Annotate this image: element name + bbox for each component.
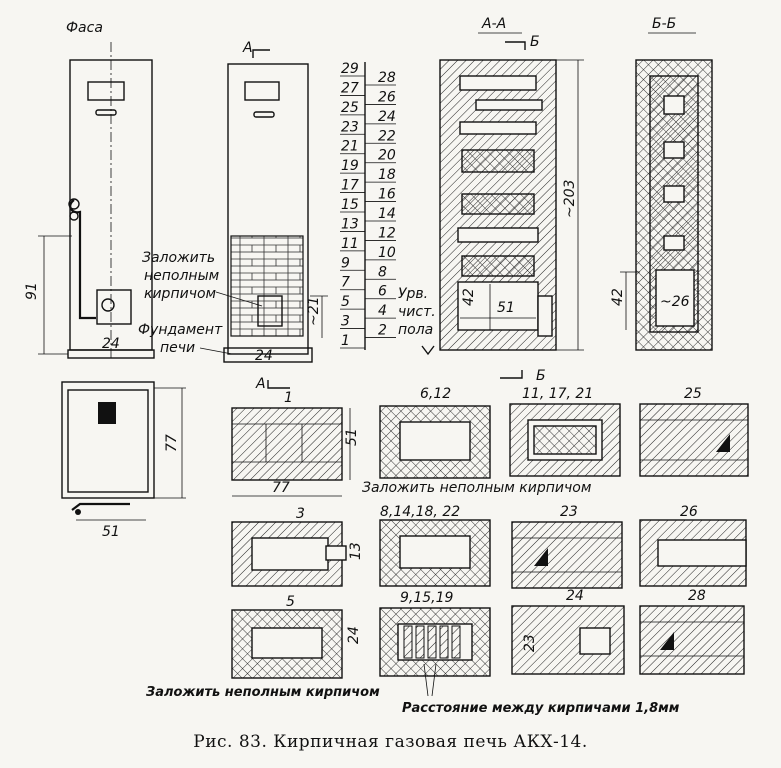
section-b-b-view: Б-Б 42 ~26	[610, 16, 713, 351]
course-28	[639, 605, 745, 675]
row-number-right: 26	[378, 89, 396, 105]
dim-42-b: 42	[610, 288, 626, 306]
dim-51-a: 51	[497, 300, 515, 316]
floor-label-3: пола	[398, 322, 433, 338]
row-number-left: 1	[341, 333, 350, 349]
foundation-label-2: печи	[160, 340, 195, 356]
row-number-left: 3	[341, 314, 350, 330]
row-number-right: 22	[378, 128, 396, 144]
row-number-left: 15	[341, 197, 359, 213]
dim-24-course: 24	[346, 626, 362, 644]
row-number-right: 4	[378, 303, 387, 319]
row-number-left: 21	[341, 139, 359, 155]
dim-203: ~203	[562, 180, 578, 218]
brick-gap-label: Расстояние между кирпичами 1,8мм	[402, 701, 680, 716]
row-number-left: 17	[341, 178, 359, 194]
row-number-right: 16	[378, 187, 396, 203]
front-section-view: А Заложить неполным кирпичом Фундамент п…	[138, 40, 328, 392]
plan-label-1: 1	[284, 390, 293, 406]
facade-firebox-door	[96, 289, 132, 325]
facade-title: Фаса	[66, 20, 103, 36]
plan-label-5: 5	[286, 594, 295, 610]
cut-a-bottom: А	[255, 376, 266, 392]
dim-91: 91	[24, 282, 40, 300]
row-number-right: 28	[378, 70, 396, 86]
course-1	[231, 407, 343, 481]
plan-label-6: 6,12	[420, 386, 451, 402]
foundation-label-1: Фундамент	[138, 322, 223, 338]
dim-77-course: 77	[272, 480, 290, 496]
dim-13: 13	[348, 542, 364, 560]
plan-burner	[98, 402, 116, 424]
dim-21: ~21	[306, 296, 322, 326]
dim-77-plan: 77	[164, 434, 180, 452]
floor-level-label: Урв. чист. пола	[398, 286, 436, 356]
row-number-left: 5	[341, 294, 350, 310]
course-plans: 1 51 77 6,12 11, 17, 21 25 3 13 8,14,18,…	[231, 386, 749, 679]
floor-label-2: чист.	[398, 304, 436, 320]
row-number-right: 18	[378, 167, 396, 183]
section-a-a-view: А-А Б 42 51 ~203 Б	[439, 16, 584, 384]
caption-prefix: Рис. 83.	[193, 732, 268, 752]
cut-b-bottom: Б	[536, 368, 546, 384]
plan-view: 77 51	[61, 381, 186, 540]
lay-partial-2: неполным	[144, 268, 220, 284]
dim-51-course: 51	[344, 428, 360, 446]
bottom-lay-partial: Заложить неполным кирпичом	[146, 685, 380, 700]
plan-label-8: 8,14,18, 22	[380, 504, 460, 520]
row-number-left: 19	[341, 158, 359, 174]
plan-label-9: 9,15,19	[400, 590, 454, 606]
row-number-left: 11	[341, 236, 359, 252]
dim-23: 23	[522, 634, 538, 652]
plan-lay-partial: Заложить неполным кирпичом	[362, 480, 592, 496]
row-number-left: 27	[341, 80, 359, 96]
gas-pipe	[69, 199, 96, 320]
row-number-right: 14	[378, 206, 396, 222]
plan-label-11: 11, 17, 21	[522, 386, 593, 402]
plan-label-23: 23	[560, 504, 578, 520]
plan-label-25: 25	[684, 386, 702, 402]
dim-51-plan: 51	[102, 524, 120, 540]
lower-brickwork	[230, 235, 304, 337]
lay-partial-1: Заложить	[142, 250, 215, 266]
course-23	[511, 521, 623, 589]
dim-26: ~26	[660, 294, 690, 310]
row-number-left: 13	[341, 216, 359, 232]
lay-partial-3: кирпичом	[144, 286, 217, 302]
stove-drawing: Фаса 91 24 А Заложить неполным кирпичом	[24, 16, 749, 716]
floor-label-1: Урв.	[398, 286, 428, 302]
row-number-right: 10	[378, 245, 396, 261]
cut-a-top: А	[242, 40, 253, 56]
plan-label-28: 28	[688, 588, 706, 604]
foundation	[223, 347, 313, 363]
facade-view: Фаса 91 24	[24, 20, 155, 360]
section-b-b-title: Б-Б	[652, 16, 676, 32]
row-number-right: 20	[378, 148, 396, 164]
facade-vent	[87, 81, 125, 101]
section-a-a-title: А-А	[481, 16, 506, 32]
course-25	[639, 403, 749, 477]
row-number-left: 23	[341, 119, 359, 135]
row-number-right: 24	[378, 109, 396, 125]
section-body	[227, 63, 309, 355]
dim-24-section: 24	[255, 348, 273, 364]
plan-label-3: 3	[296, 506, 305, 522]
row-number-left: 7	[341, 275, 350, 291]
figure-caption: Рис. 83. Кирпичная газовая печь АКХ-14.	[0, 732, 781, 752]
row-number-right: 8	[378, 264, 387, 280]
dim-42-a: 42	[461, 288, 477, 306]
row-number-left: 25	[341, 100, 359, 116]
dim-24-facade: 24	[102, 336, 120, 352]
row-number-right: 2	[378, 323, 387, 339]
caption-text: Кирпичная газовая печь АКХ-14.	[273, 732, 588, 752]
row-number-left: 9	[341, 255, 350, 271]
plan-body	[61, 381, 155, 499]
row-number-left: 29	[341, 61, 359, 77]
row-number-right: 12	[378, 225, 396, 241]
plan-label-24: 24	[566, 588, 584, 604]
row-number-right: 6	[378, 284, 387, 300]
plan-label-26: 26	[680, 504, 698, 520]
row-number-scale: 2927252321191715131197531282624222018161…	[340, 61, 396, 350]
cut-b-top: Б	[530, 34, 540, 50]
